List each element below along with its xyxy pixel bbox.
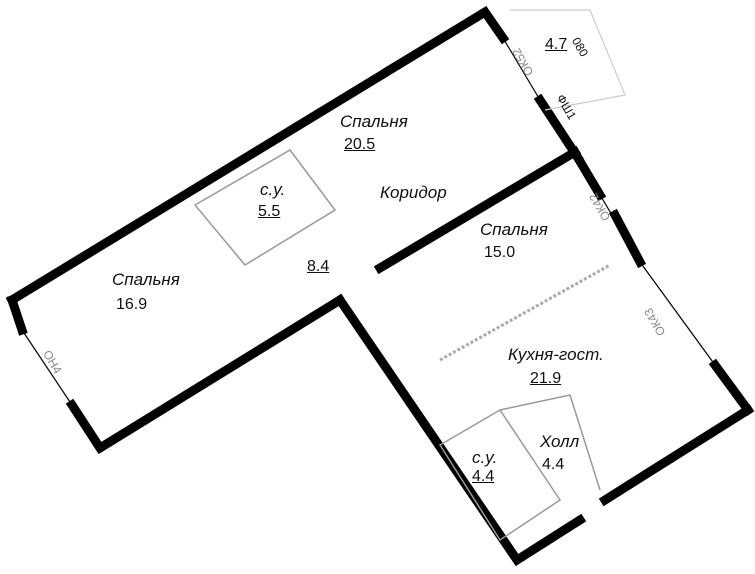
room-name-bathroom-1: с.у. [260, 180, 286, 199]
wall-bottom [333, 293, 587, 567]
balcony-outline [510, 9, 626, 111]
room-area-bathroom-2: 4.4 [472, 468, 495, 485]
window-ok43 [639, 261, 716, 366]
bathroom-1-walls [193, 149, 337, 266]
wall-bottom-right [598, 403, 755, 507]
room-name-kitchen: Кухня-гост. [508, 345, 604, 364]
room-name-hall: Холл [540, 432, 580, 451]
room-area-bedroom-20: 20.5 [344, 136, 376, 153]
window-balcony [502, 37, 541, 101]
bathroom-2-walls [438, 408, 562, 542]
hall-walls [499, 394, 601, 491]
wall-left-bottom [65, 293, 347, 455]
room-area-bathroom-1: 5.5 [258, 203, 281, 220]
kitchen-divider [439, 263, 611, 362]
room-name-bedroom-16: Спальня [112, 270, 180, 289]
room-name-corridor: Коридор [380, 183, 447, 202]
room-area-corridor: 8.4 [307, 258, 330, 275]
room-name-bedroom-20: Спальня [340, 112, 408, 131]
outer-wall-top [5, 5, 510, 307]
room-name-bedroom-15: Спальня [480, 220, 548, 239]
room-area-hall: 4.4 [542, 456, 565, 473]
room-area-kitchen: 21.9 [530, 370, 562, 387]
window-ok42 [577, 157, 641, 263]
wall-bedroom-partition [373, 145, 582, 275]
window-oh4 [21, 329, 73, 406]
room-area-bedroom-16: 16.9 [116, 296, 148, 313]
wall-left-top [6, 294, 28, 336]
room-area-bedroom-15: 15.0 [484, 244, 516, 261]
room-name-bathroom-2: с.у. [472, 448, 498, 467]
room-area-balcony: 4.7 [545, 36, 568, 53]
wall-right-3 [708, 358, 755, 417]
